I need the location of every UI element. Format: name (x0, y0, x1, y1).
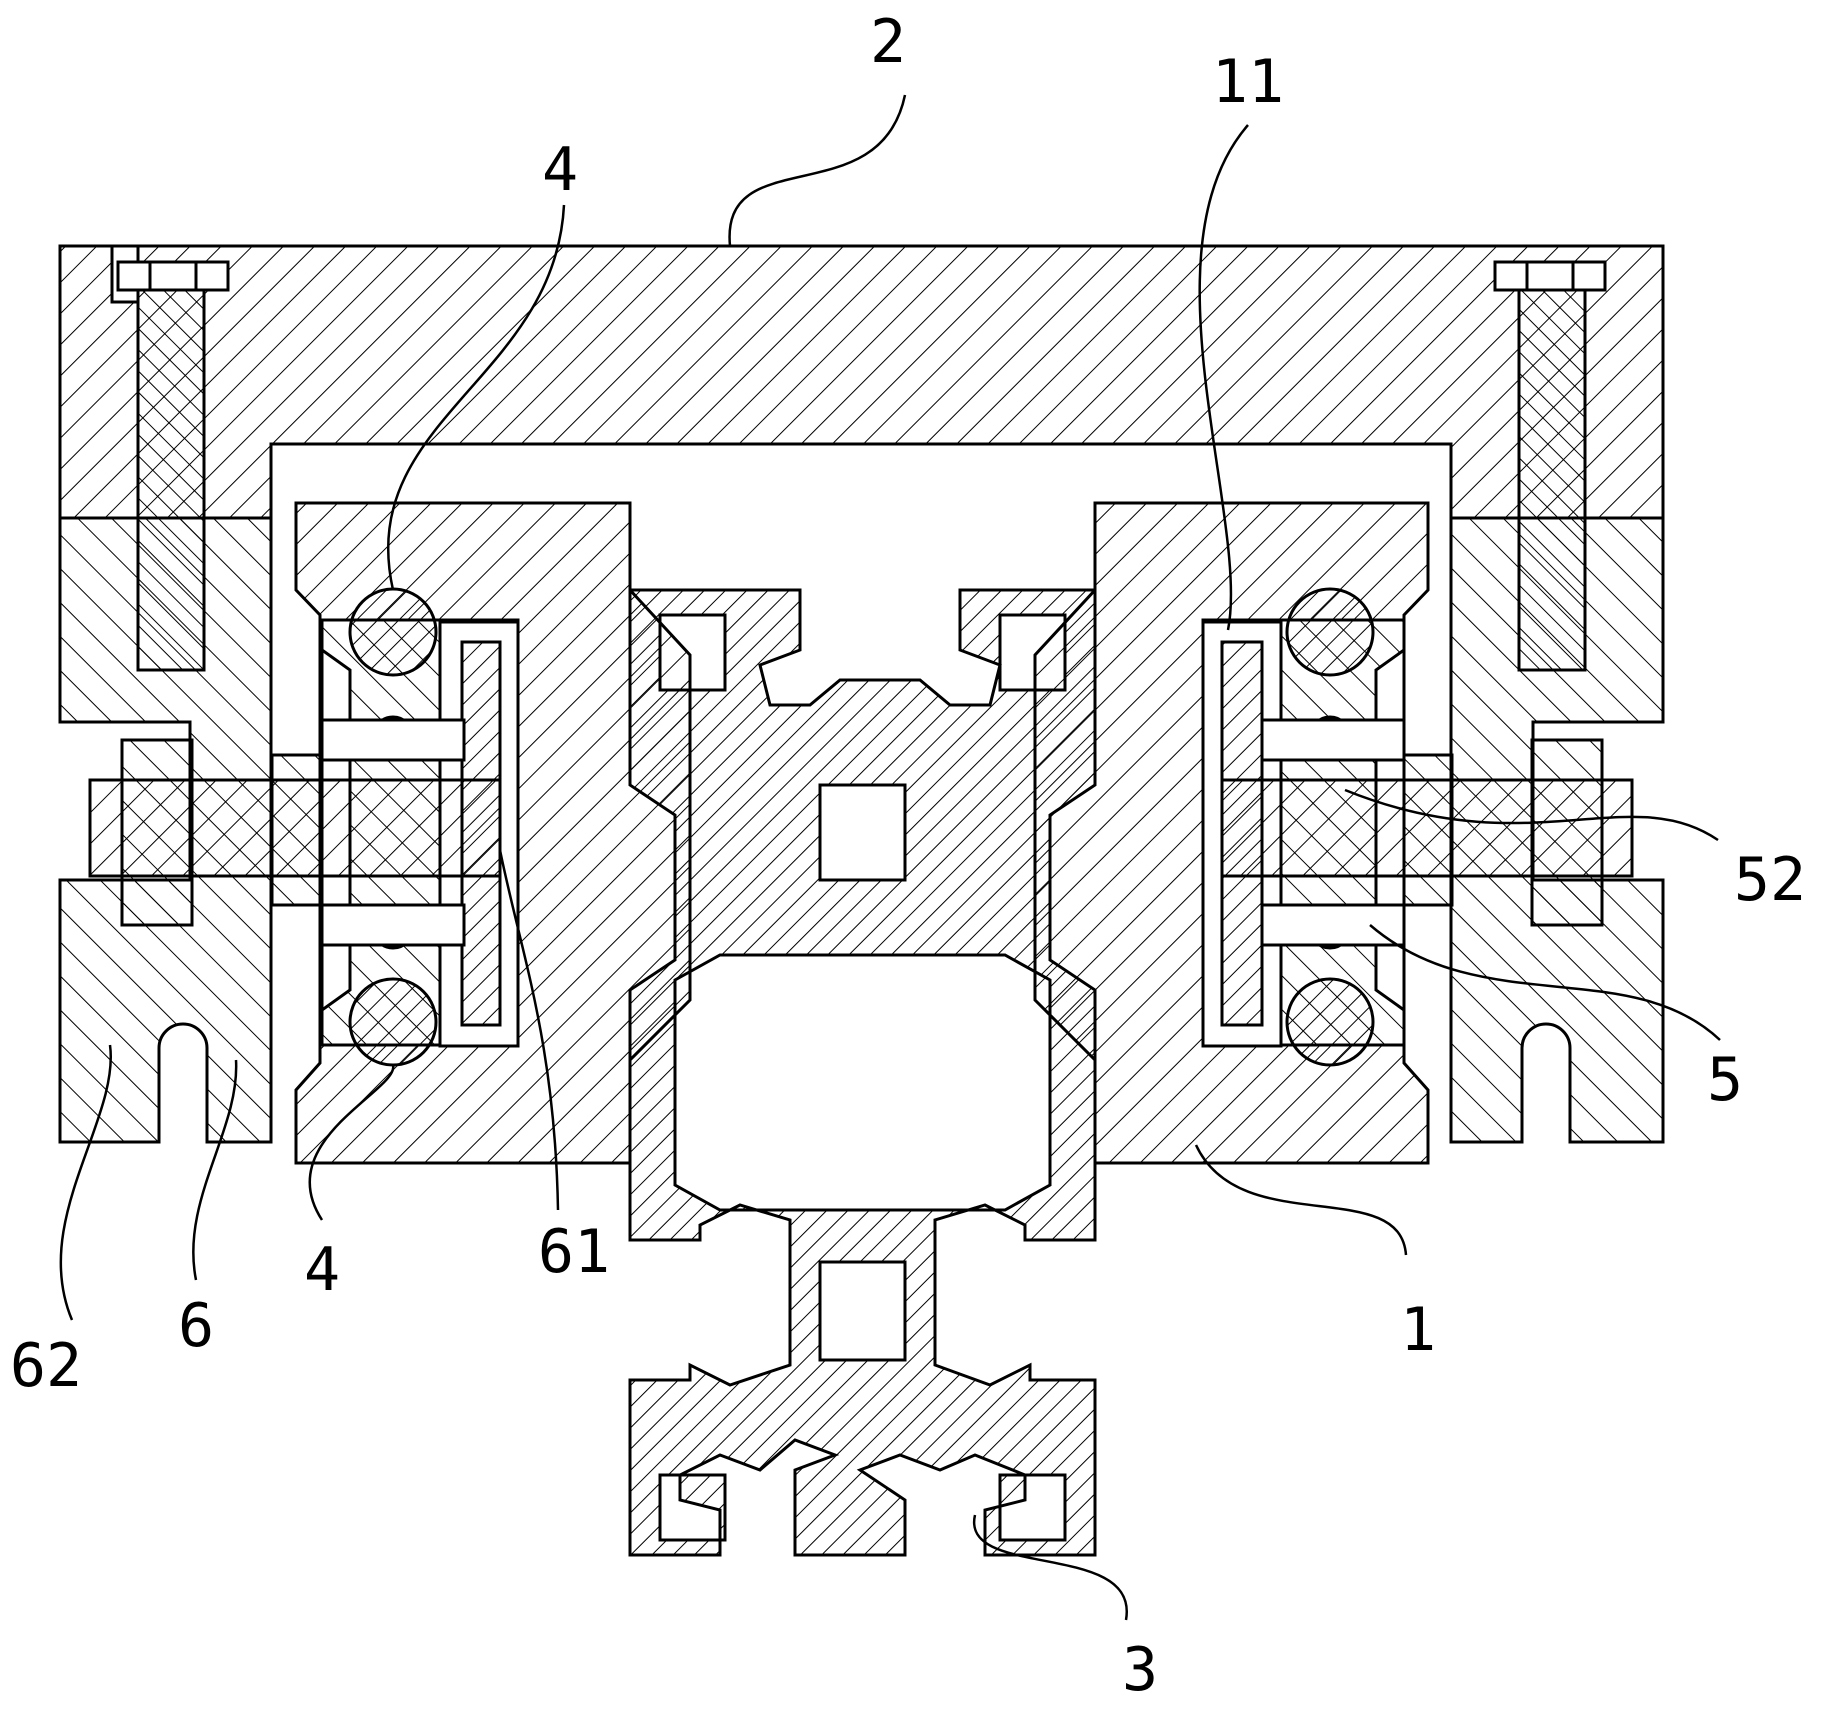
aluminium-profile (628, 588, 1097, 1557)
leader-61 (498, 849, 560, 1211)
left-upper-ball (348, 587, 438, 677)
leader-2 (728, 94, 907, 247)
callout-5: 5 (1707, 1045, 1743, 1115)
callout-4-top: 4 (542, 135, 578, 205)
right-side-block (1449, 516, 1665, 1144)
left-axle-spacer (270, 753, 322, 907)
leader-62 (59, 1044, 113, 1321)
right-bearing-outer-ring (1260, 718, 1406, 762)
leader-3 (972, 1514, 1128, 1621)
right-upper-ball (1285, 587, 1375, 677)
left-bolt (116, 260, 230, 672)
leader-6 (192, 1059, 238, 1281)
leader-1 (1194, 1144, 1408, 1256)
left-bearing-inner-ring (320, 903, 466, 947)
leader-52 (1344, 788, 1719, 842)
left-lower-ball (348, 977, 438, 1067)
right-bearing-inner-ring (1260, 903, 1406, 947)
left-axle-nut (120, 738, 194, 927)
left-side-block (58, 516, 273, 1144)
top-plate (58, 244, 1665, 520)
leader-4-bottom (308, 1064, 395, 1221)
left-bearing-outer-ring (320, 718, 466, 762)
callout-62: 62 (10, 1331, 82, 1401)
right-axle-nut (1530, 738, 1604, 927)
callout-6: 6 (178, 1291, 214, 1361)
callout-1: 1 (1400, 1295, 1436, 1365)
leader-5 (1369, 924, 1721, 1041)
callout-11: 11 (1212, 47, 1284, 117)
right-axle-spacer (1402, 753, 1454, 907)
leader-11 (1198, 124, 1249, 631)
callout-61: 61 (538, 1217, 610, 1287)
callout-52: 52 (1734, 845, 1806, 915)
callout-4-bottom: 4 (304, 1235, 340, 1305)
callout-3: 3 (1122, 1635, 1158, 1705)
right-bolt (1493, 260, 1607, 672)
leader-4-top (386, 204, 566, 591)
callout-2: 2 (870, 7, 906, 77)
right-lower-ball (1285, 977, 1375, 1067)
